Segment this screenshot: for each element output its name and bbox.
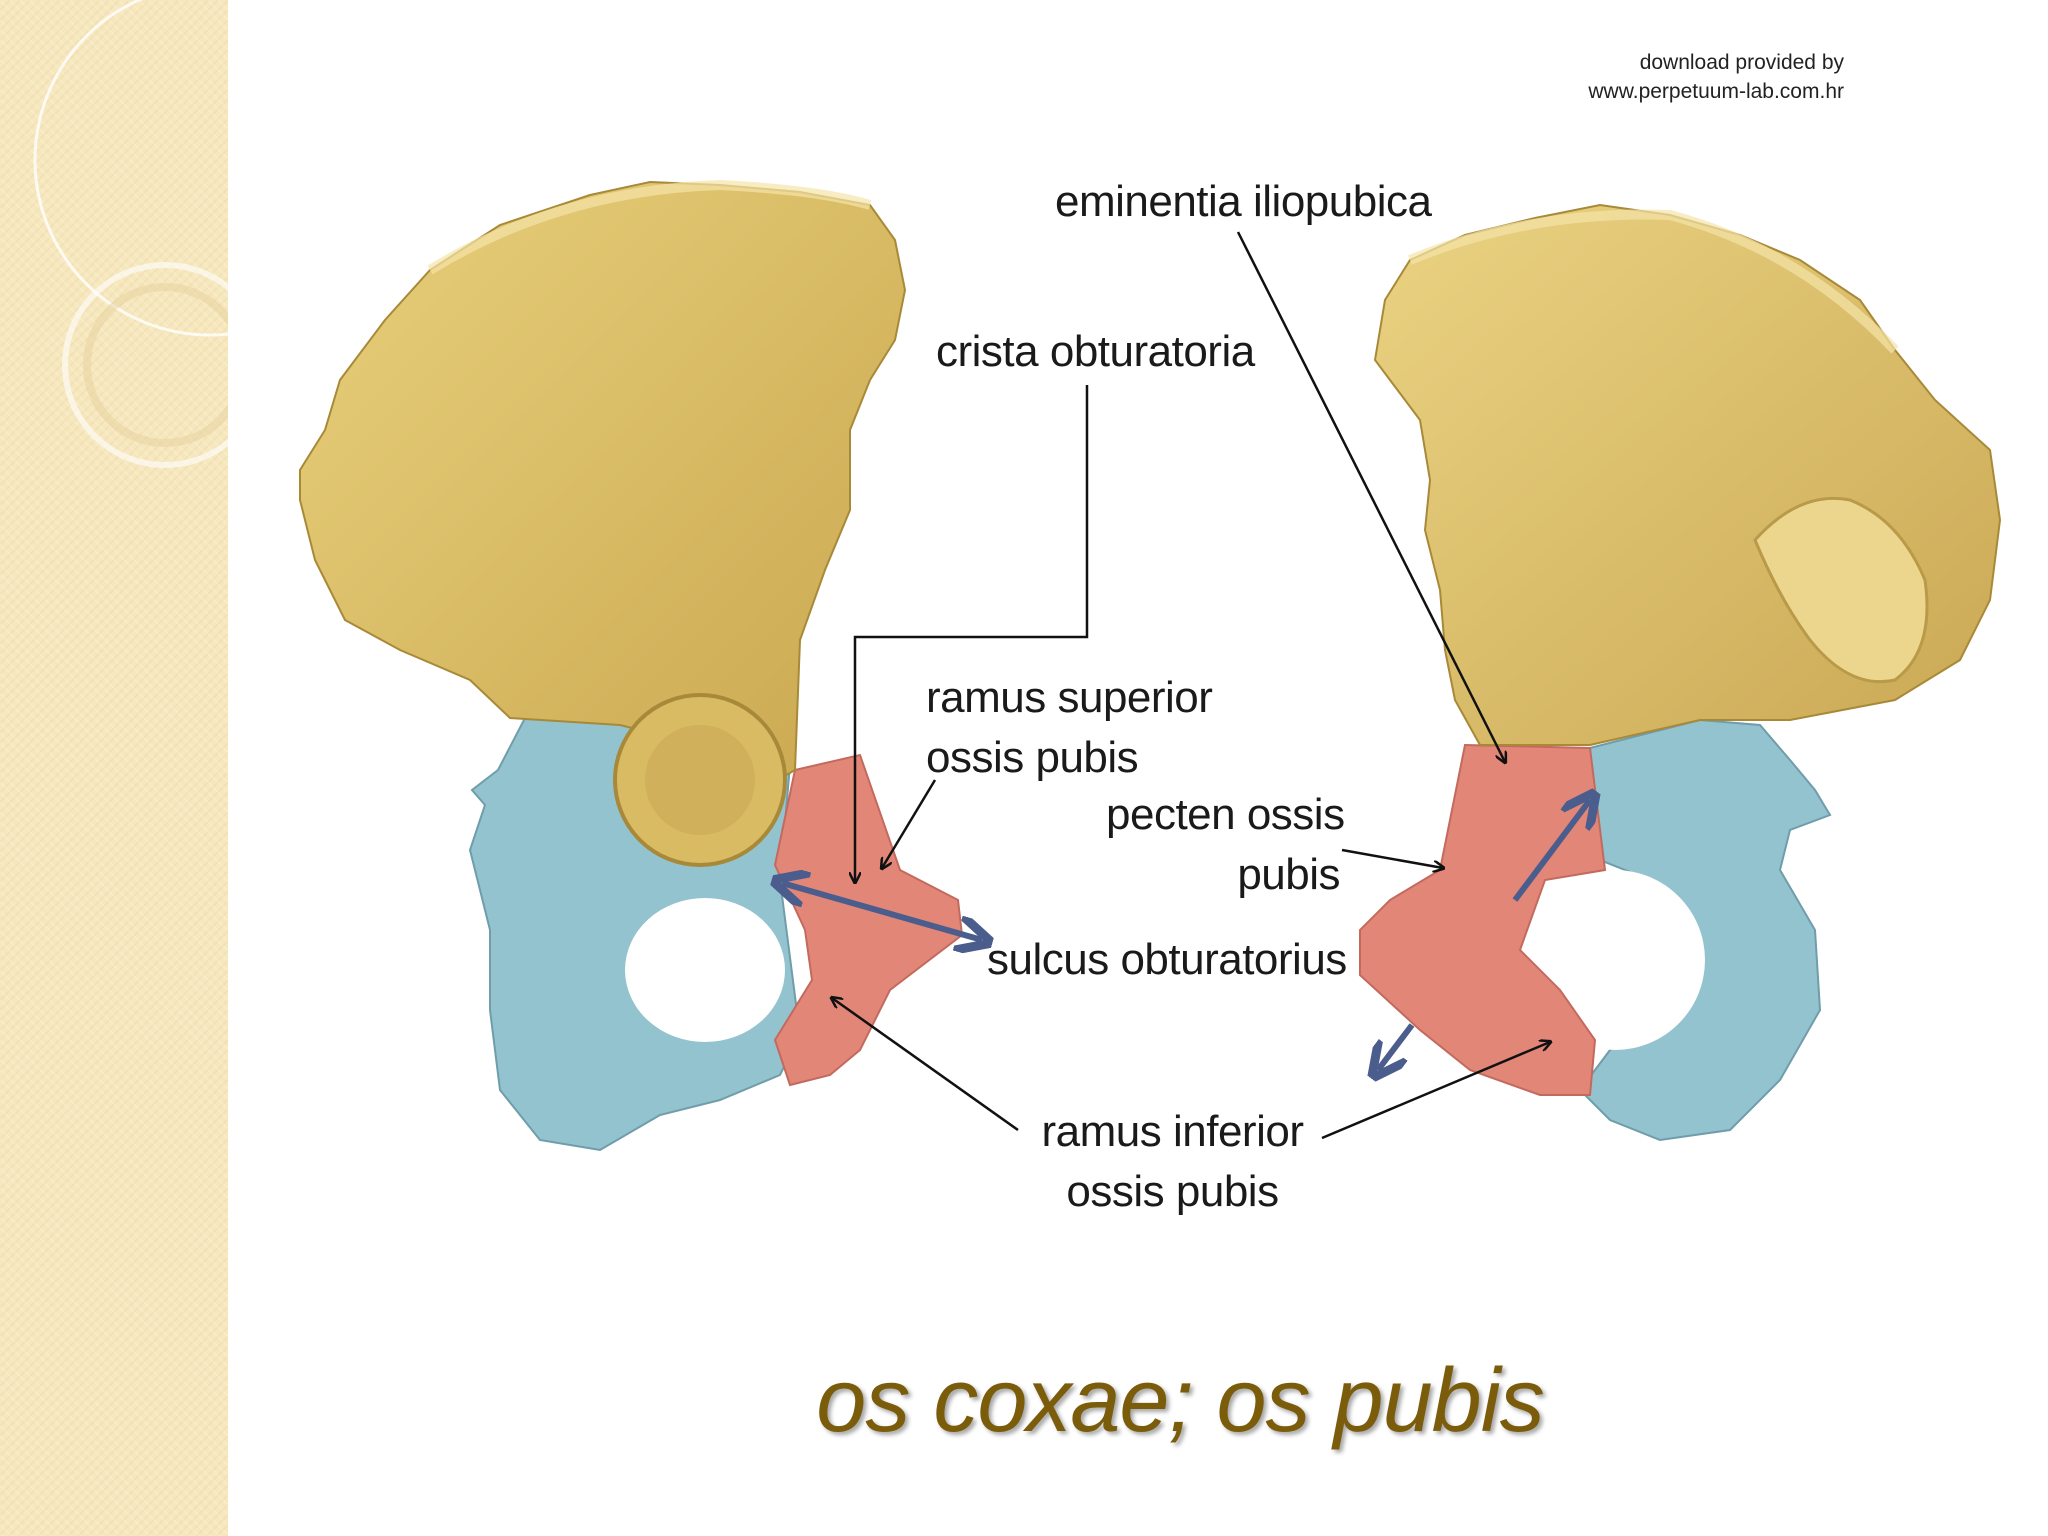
sidebar-rings	[33, 0, 228, 468]
decorative-sidebar	[0, 0, 228, 1536]
leader-crista-obturatoria	[855, 385, 1089, 882]
watermark-line-1: download provided by	[1639, 51, 1844, 74]
leader-ramus-inferior-left	[832, 998, 1019, 1132]
right-auricular-surface	[1753, 496, 1929, 684]
label-eminentia-iliopubica: eminentia iliopubica	[1055, 177, 1432, 226]
left-ilium	[299, 180, 907, 792]
blue-arrow-right-inferior	[1378, 1023, 1415, 1070]
label-ramus-inferior-line2: ossis pubis	[1066, 1167, 1279, 1216]
label-ramus-superior-line1: ramus superior	[926, 673, 1213, 722]
watermark-line-2: www.perpetuum-lab.com.hr	[1588, 80, 1844, 103]
right-hip-bone	[1359, 203, 2002, 1142]
label-pecten-line1: pecten ossis	[1106, 790, 1345, 839]
left-hip-bone	[299, 179, 964, 1152]
leader-ramus-inferior-right	[1321, 1042, 1550, 1140]
label-ramus-inferior-line1: ramus inferior	[1041, 1107, 1304, 1156]
right-pubis	[1359, 743, 1607, 1096]
leader-ramus-superior	[882, 779, 937, 868]
slide-title: os coxae; os pubis	[816, 1351, 1544, 1451]
leader-pecten-ossis-pubis	[1341, 848, 1443, 868]
label-crista-obturatoria: crista obturatoria	[936, 327, 1255, 376]
label-ramus-superior-line2: ossis pubis	[926, 733, 1139, 782]
blue-arrow-right-pecten	[1512, 800, 1590, 902]
blue-arrow-sulcus-obturatorius	[782, 883, 982, 940]
label-pecten-line2: pubis	[1237, 850, 1340, 899]
leader-eminentia-iliopubica	[1236, 231, 1505, 762]
label-sulcus-obturatorius: sulcus obturatorius	[987, 935, 1347, 984]
left-pubis	[773, 753, 964, 1087]
left-obturator-foramen	[625, 898, 785, 1042]
